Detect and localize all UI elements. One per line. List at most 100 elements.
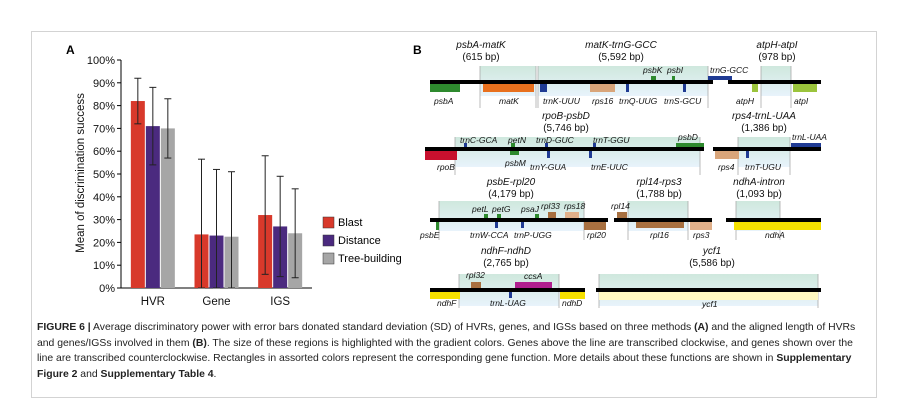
region-length: (5,592 bp) [598, 52, 644, 63]
gene-box-psbD [676, 143, 704, 147]
gene-label-psbI: psbI [666, 65, 684, 75]
gene-box-rpl33 [548, 212, 556, 218]
gene-box-rpl20 [584, 222, 606, 230]
legend-swatch-tree-building [322, 252, 335, 265]
caption-text: . The size of these regions is highlight… [37, 337, 853, 365]
gene-label-psbE: psbE [419, 230, 440, 240]
gene-box-psaJ [535, 214, 539, 218]
gene-label-petG: petG [491, 204, 511, 214]
region-name: psbA-matK [455, 40, 507, 51]
gene-map-row-2: rpoB-psbD (5,746 bp) rps4-trnL-UAA (1,38… [425, 111, 827, 175]
panel-a-label: A [66, 43, 75, 57]
legend-label-blast: Blast [338, 217, 362, 229]
gene-box-atpH [752, 84, 758, 92]
gene-label-trnL-UAG: trnL-UAG [490, 298, 526, 308]
gene-label-trnE-UUC: trnE-UUC [591, 162, 629, 172]
supplementary-table-link[interactable]: Supplementary Table 4 [100, 368, 214, 380]
gene-box-trnT-GGU [593, 143, 596, 147]
figure-graphics: A Mean of discrimination success 0%10%20… [66, 40, 827, 309]
gene-label-psbA: psbA [433, 96, 454, 106]
gene-label-atpH: atpH [736, 96, 755, 106]
region-name: rpl14-rps3 [636, 177, 681, 188]
gene-label-matK: matK [499, 96, 519, 106]
y-tick-label: 50% [93, 169, 115, 181]
gene-box-psbI [672, 76, 675, 80]
y-tick-label: 100% [87, 55, 115, 67]
y-tick-label: 80% [93, 101, 115, 113]
gene-box-trnY-GUA [547, 151, 550, 158]
region-name: ndhA-intron [733, 177, 785, 188]
gene-box-trnS-GCU [683, 84, 686, 92]
gene-label-trnY-GUA: trnY-GUA [530, 162, 567, 172]
region-rpoB-psbD [455, 137, 700, 167]
bar [160, 128, 175, 288]
bar [130, 101, 145, 288]
gene-box-rps16 [590, 84, 615, 92]
y-tick-label: 60% [93, 146, 115, 158]
caption-text: and [77, 368, 101, 380]
gene-box-rpl16 [636, 222, 684, 228]
region-name: matK-trnG-GCC [585, 40, 657, 51]
genome-line [430, 80, 713, 84]
gene-label-rpl32: rpl32 [466, 270, 485, 280]
region-length: (5,746 bp) [543, 123, 589, 134]
region-psbE-rpl20 [439, 201, 584, 231]
gene-label-rpl14: rpl14 [611, 201, 630, 211]
region-name: atpH-atpI [756, 40, 797, 51]
region-length: (4,179 bp) [488, 189, 534, 200]
gene-label-atpI: atpI [794, 96, 809, 106]
gene-label-rpl33: rpl33 [541, 201, 560, 211]
region-name: rps4-trnL-UAA [732, 111, 796, 122]
gene-label-trnP-UGG: trnP-UGG [514, 230, 552, 240]
supplementary-figure-link[interactable]: Supplementary Figure 2 [37, 353, 852, 380]
gene-box-trnG-GCC [708, 76, 732, 80]
gene-map-row-4: ndhF-ndhD (2,765 bp) ycf1 (5,586 bp) ndh… [430, 246, 821, 309]
gene-box-trnE-UUC [589, 151, 592, 158]
gene-box-petL [484, 214, 488, 218]
genome-line [713, 147, 821, 151]
chart-legend: Blast Distance Tree-building [322, 216, 402, 265]
gene-label-rpoB: rpoB [437, 162, 455, 172]
region-length: (2,765 bp) [483, 258, 529, 269]
gene-box-psbK [651, 76, 656, 80]
figure-number: FIGURE 6 | [37, 322, 91, 333]
y-tick-label: 20% [93, 237, 115, 249]
region-name: psbE-rpl20 [486, 177, 536, 188]
gene-label-rpl20: rpl20 [587, 230, 606, 240]
gene-label-trnL-UAA: trnL-UAA [792, 132, 827, 142]
gene-box-petG [497, 214, 501, 218]
gene-label-ndhA: ndhA [765, 230, 785, 240]
gene-box-ycf1 [599, 292, 818, 300]
gene-box-psbE [436, 222, 439, 230]
genome-line [430, 288, 585, 292]
gene-box-trnP-UGG [521, 222, 524, 228]
caption-text: and the aligned length of HVRs and genes… [37, 322, 856, 349]
gene-box-trnW-CCA [495, 222, 498, 228]
panel-ref-b: (B) [192, 337, 207, 349]
x-tick-label: Gene [202, 296, 230, 308]
gene-box-psbM [510, 151, 519, 155]
gene-box-rpl14 [617, 212, 627, 218]
genome-line [726, 218, 821, 222]
gene-label-trnT-GGU: trnT-GGU [593, 135, 630, 145]
gene-label-trnW-CCA: trnW-CCA [470, 230, 509, 240]
y-tick-label: 70% [93, 123, 115, 135]
gene-label-psbK: psbK [642, 65, 663, 75]
gene-label-rps3: rps3 [693, 230, 710, 240]
gene-label-ccsA: ccsA [524, 271, 543, 281]
gene-label-psbD: psbD [677, 132, 698, 142]
gene-box-ndhF [430, 292, 460, 299]
y-tick-label: 30% [93, 215, 115, 227]
gene-label-petL: petL [471, 204, 489, 214]
gene-box-rpoB [425, 151, 457, 160]
caption-text: . [213, 368, 217, 380]
legend-label-tree-building: Tree-building [338, 253, 402, 265]
gene-box-rps18 [565, 212, 579, 218]
gene-label-ycf1: ycf1 [701, 299, 718, 309]
gene-label-trnK-UUU: trnK-UUU [543, 96, 581, 106]
region-length: (615 bp) [462, 52, 499, 63]
bar [145, 126, 160, 289]
figure-caption: FIGURE 6 | Average discriminatory power … [37, 320, 869, 382]
